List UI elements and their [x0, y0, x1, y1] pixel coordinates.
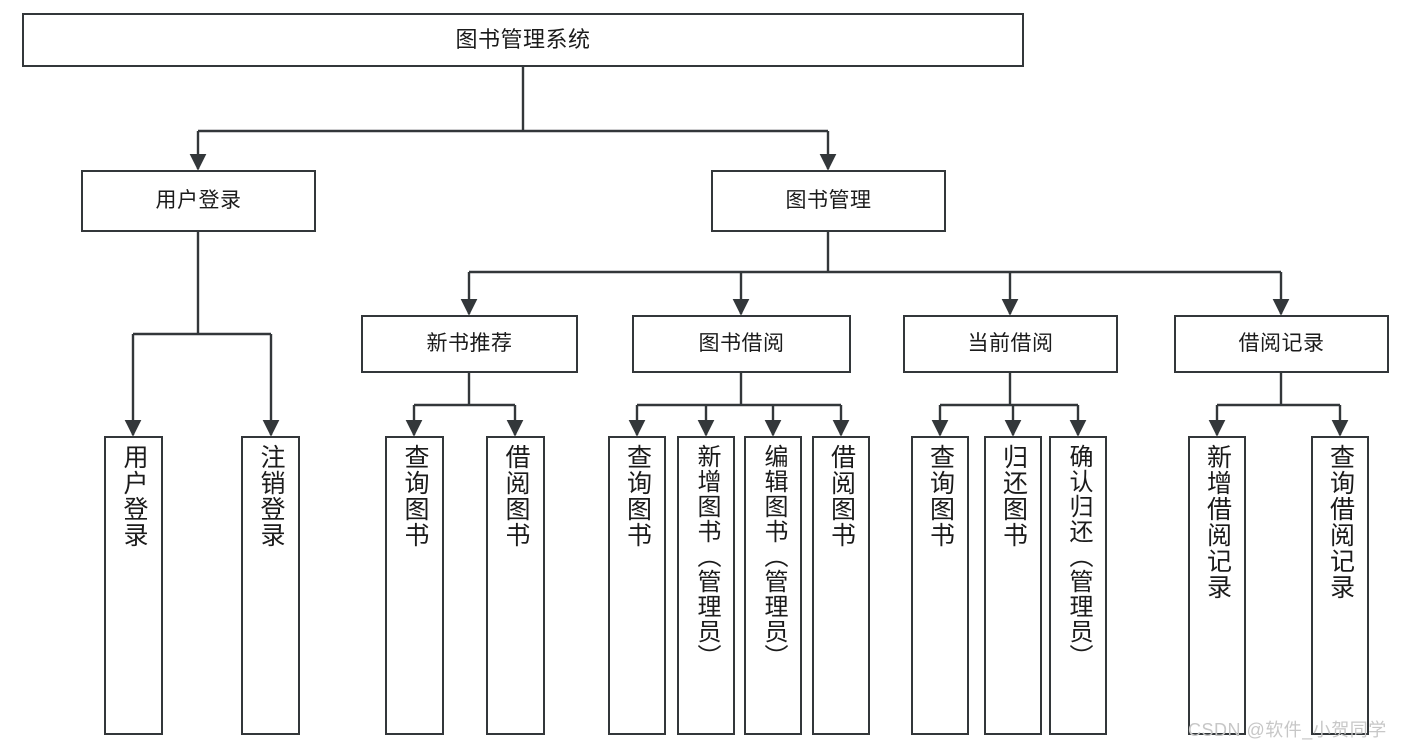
- csdn-watermark: CSDN @软件_小贺同学: [1188, 720, 1387, 740]
- node-current-borrow[interactable]: 当前借阅: [903, 315, 1118, 373]
- node-label: 查询借阅记录: [1326, 444, 1355, 600]
- node-leaf-borrow-1[interactable]: 借阅图书: [486, 436, 545, 735]
- node-label: 新增图书（管理员）: [693, 444, 720, 669]
- node-label: 用户登录: [120, 444, 148, 548]
- node-leaf-query-rec[interactable]: 查询借阅记录: [1311, 436, 1369, 735]
- node-label: 图书管理: [785, 188, 872, 212]
- node-label: 新增借阅记录: [1203, 444, 1232, 600]
- node-book-borrow[interactable]: 图书借阅: [632, 315, 851, 373]
- node-label: 借阅图书: [502, 444, 530, 548]
- node-leaf-logout[interactable]: 注销登录: [241, 436, 300, 735]
- node-leaf-add-book[interactable]: 新增图书（管理员）: [677, 436, 735, 735]
- node-label: 借阅图书: [827, 444, 856, 548]
- node-root[interactable]: 图书管理系统: [22, 13, 1024, 67]
- node-label: 归还图书: [999, 444, 1028, 548]
- node-label: 查询图书: [623, 444, 652, 548]
- node-leaf-edit-book[interactable]: 编辑图书（管理员）: [744, 436, 802, 735]
- node-leaf-query-3[interactable]: 查询图书: [911, 436, 969, 735]
- node-label: 查询图书: [401, 444, 429, 548]
- node-label: 查询图书: [926, 444, 955, 548]
- node-label: 注销登录: [257, 444, 285, 548]
- node-borrow-record[interactable]: 借阅记录: [1174, 315, 1389, 373]
- node-label: 图书借阅: [698, 331, 785, 355]
- node-label: 编辑图书（管理员）: [760, 444, 787, 669]
- node-label: 新书推荐: [426, 331, 513, 355]
- node-label: 借阅记录: [1238, 331, 1325, 355]
- node-leaf-borrow-2[interactable]: 借阅图书: [812, 436, 870, 735]
- node-leaf-query-2[interactable]: 查询图书: [608, 436, 666, 735]
- node-leaf-add-rec[interactable]: 新增借阅记录: [1188, 436, 1246, 735]
- edge-group: [124, 67, 1349, 437]
- node-label: 当前借阅: [967, 331, 1054, 355]
- node-user-login[interactable]: 用户登录: [81, 170, 316, 232]
- node-label: 图书管理系统: [455, 27, 591, 53]
- node-label: 用户登录: [155, 188, 242, 212]
- node-new-book-rec[interactable]: 新书推荐: [361, 315, 578, 373]
- node-label: 确认归还（管理员）: [1065, 444, 1092, 669]
- node-book-manage[interactable]: 图书管理: [711, 170, 946, 232]
- node-leaf-user-login[interactable]: 用户登录: [104, 436, 163, 735]
- node-leaf-return[interactable]: 归还图书: [984, 436, 1042, 735]
- node-leaf-confirm[interactable]: 确认归还（管理员）: [1049, 436, 1107, 735]
- node-leaf-query-1[interactable]: 查询图书: [385, 436, 444, 735]
